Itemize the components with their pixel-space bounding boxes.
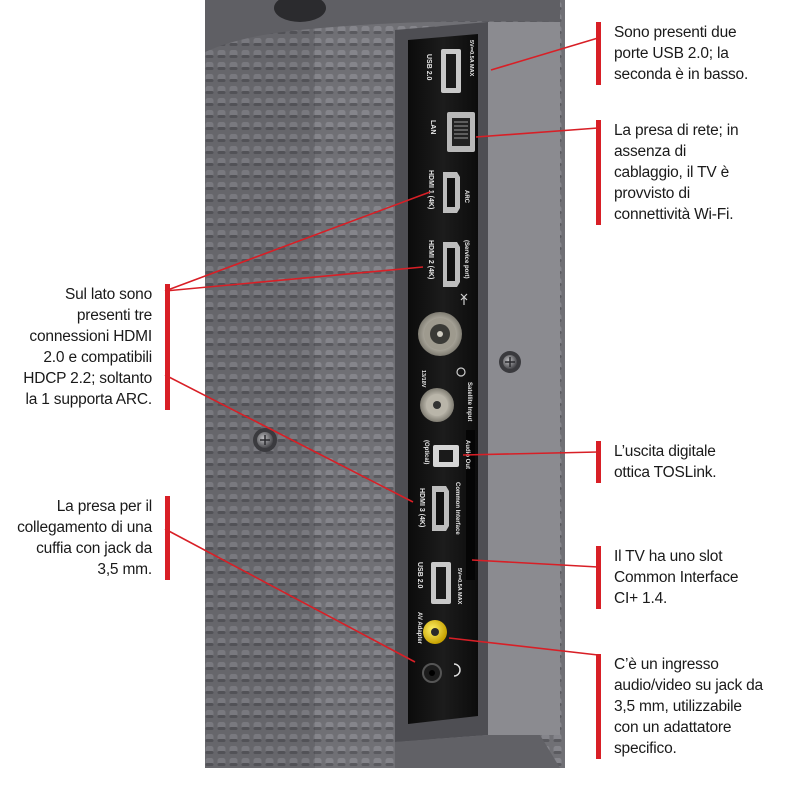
callout-line: cuffia con jack da bbox=[36, 540, 152, 557]
hdmi-2-label: HDMI 2 (4K) bbox=[427, 240, 434, 279]
callout-common-interface: Il TV ha uno slot Common Interface CI+ 1… bbox=[596, 546, 738, 609]
connector-panel bbox=[408, 34, 478, 724]
screw-icon bbox=[499, 351, 521, 373]
optical-port bbox=[433, 445, 459, 467]
callout-line: audio/video su jack da bbox=[614, 677, 763, 694]
callout-line: CI+ 1.4. bbox=[614, 590, 668, 607]
callout-line: provvisto di bbox=[614, 185, 690, 202]
lan-label: LAN bbox=[429, 120, 436, 134]
antenna-icon bbox=[460, 293, 468, 305]
callout-lan: La presa di rete; in assenza di cablaggi… bbox=[596, 120, 739, 225]
usb-port-bottom bbox=[431, 562, 451, 604]
callout-line: connettività Wi-Fi. bbox=[614, 206, 734, 223]
callout-optical: L’uscita digitale ottica TOSLink. bbox=[596, 441, 717, 483]
usb-2-rating: 5V⎓0.5A MAX bbox=[456, 568, 462, 605]
satellite-icon bbox=[456, 367, 466, 377]
callout-headphone: La presa per il collegamento di una cuff… bbox=[17, 496, 170, 580]
hdmi-1-port bbox=[443, 172, 460, 213]
usb-port-top bbox=[441, 49, 461, 93]
callout-line: Sono presenti due bbox=[614, 24, 737, 41]
callout-line: La presa per il bbox=[56, 498, 152, 515]
leader-lines bbox=[164, 37, 599, 663]
callout-line: Sul lato sono bbox=[64, 286, 152, 303]
callout-line: con un adattatore bbox=[614, 719, 732, 736]
callout-line: 2.0 e compatibili bbox=[43, 349, 152, 366]
hdmi-3-label: HDMI 3 (4K) bbox=[418, 488, 425, 527]
callout-line: presenti tre bbox=[76, 307, 152, 324]
usb-1-label: USB 2.0 bbox=[425, 54, 432, 81]
satellite-label: Satellite Input bbox=[466, 382, 472, 421]
callout-line: ottica TOSLink. bbox=[614, 464, 717, 481]
hdmi-3-port bbox=[432, 486, 449, 531]
callout-line: L’uscita digitale bbox=[614, 443, 716, 460]
mount-hole bbox=[274, 0, 326, 22]
common-interface-label: Common Interface bbox=[454, 482, 460, 535]
screw-icon bbox=[253, 428, 277, 452]
callout-av: C’è un ingresso audio/video su jack da 3… bbox=[596, 654, 763, 759]
hdmi-2-port bbox=[443, 242, 460, 287]
antenna-input bbox=[418, 312, 462, 356]
av-adapter-jack bbox=[423, 620, 447, 644]
callout-line: seconda è in basso. bbox=[614, 66, 749, 83]
satellite-voltage-label: 13/18V bbox=[420, 370, 426, 388]
callout-line: Il TV ha uno slot bbox=[614, 548, 723, 565]
callout-line: cablaggio, il TV è bbox=[614, 164, 730, 181]
callout-line: 3,5 mm. bbox=[97, 561, 152, 578]
callout-line: C’è un ingresso bbox=[614, 656, 719, 673]
callout-line: porte USB 2.0; la bbox=[614, 45, 729, 62]
satellite-input bbox=[420, 388, 454, 422]
callout-line: Common Interface bbox=[614, 569, 739, 586]
headphone-icon bbox=[453, 663, 461, 677]
lan-port bbox=[447, 112, 475, 152]
usb-2-label: USB 2.0 bbox=[416, 562, 423, 589]
headphone-jack bbox=[422, 663, 442, 683]
callout-line: 3,5 mm, utilizzabile bbox=[614, 698, 742, 715]
callout-hdmi: Sul lato sono presenti tre connessioni H… bbox=[23, 284, 170, 410]
hdmi-2-service-label: (Service port) bbox=[463, 240, 469, 279]
optical-label: (Optical) bbox=[423, 440, 429, 464]
callout-line: la 1 supporta ARC. bbox=[25, 391, 152, 408]
callout-line: HDCP 2.2; soltanto bbox=[23, 370, 152, 387]
usb-1-rating: 5V⎓0.5A MAX bbox=[468, 40, 474, 77]
callout-usb: Sono presenti due porte USB 2.0; la seco… bbox=[596, 22, 748, 85]
callout-line: assenza di bbox=[614, 143, 687, 160]
callout-line: connessioni HDMI bbox=[29, 328, 152, 345]
callout-line: La presa di rete; in bbox=[614, 122, 739, 139]
common-interface-slot bbox=[466, 430, 475, 580]
hdmi-1-label: HDMI 1 (4K) bbox=[427, 170, 434, 209]
av-adapter-label: AV Adapter bbox=[416, 612, 422, 645]
hdmi-1-arc-label: ARC bbox=[463, 190, 469, 204]
callout-line: specifico. bbox=[614, 740, 677, 757]
callout-line: collegamento di una bbox=[17, 519, 152, 536]
